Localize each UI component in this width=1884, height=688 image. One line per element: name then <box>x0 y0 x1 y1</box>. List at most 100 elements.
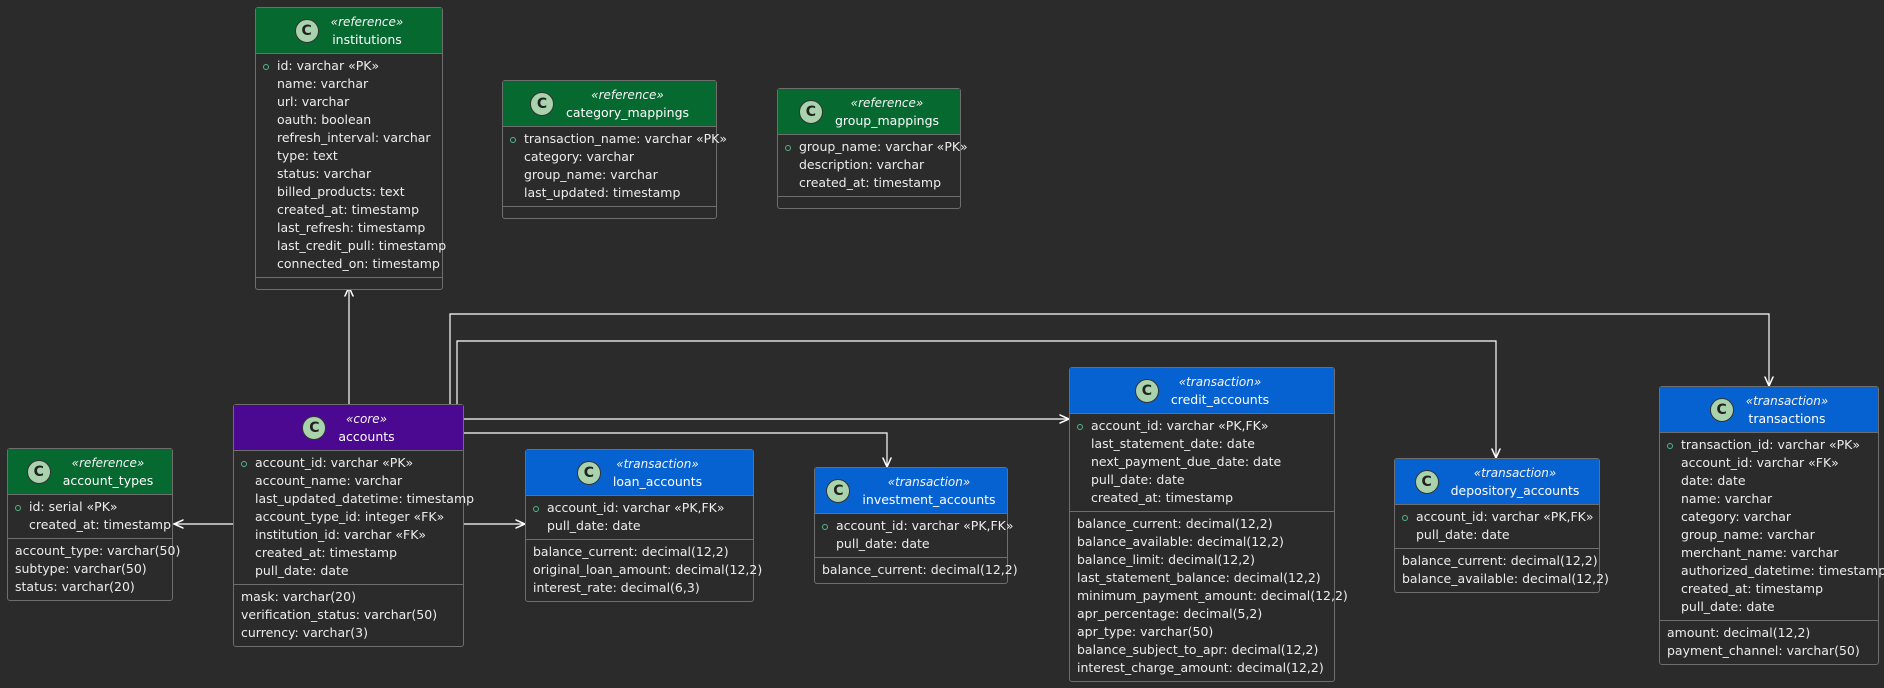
entity-accounts[interactable]: C «core»accounts account_id: varchar «PK… <box>233 404 475 647</box>
stereotype: «reference» <box>71 455 145 470</box>
field-row: last_statement_balance: decimal(12,2) <box>1077 570 1321 585</box>
entity-header: C «transaction»transactions <box>1660 387 1878 433</box>
field-row: url: varchar <box>277 94 350 109</box>
entity-header: C «transaction» investment_accounts <box>815 468 1007 514</box>
stereotype: «transaction» <box>887 474 971 489</box>
entity-header: C «reference»institutions <box>256 8 442 54</box>
field-row: minimum_payment_amount: decimal(12,2) <box>1077 588 1348 603</box>
key-icon <box>1402 515 1408 521</box>
class-icon: C <box>26 459 51 484</box>
key-icon <box>1077 424 1083 430</box>
field-row: account_name: varchar <box>255 473 403 488</box>
field-row: pull_date: date <box>1681 599 1775 614</box>
entity-transactions[interactable]: C «transaction»transactions transaction_… <box>1659 386 1884 665</box>
field-row: refresh_interval: varchar <box>277 130 431 145</box>
entity-header: C «transaction»loan_accounts <box>526 450 753 496</box>
field-row: account_id: varchar «PK,FK» <box>1395 508 1599 526</box>
stereotype: «reference» <box>591 87 664 102</box>
entity-depository-accounts[interactable]: C «transaction»depository_accounts accou… <box>1394 458 1609 593</box>
field-row: id: varchar «PK» <box>256 57 442 75</box>
class-icon: C <box>826 478 851 503</box>
entity-loan-accounts[interactable]: C «transaction»loan_accounts account_id:… <box>525 449 763 602</box>
field-row: institution_id: varchar «FK» <box>255 527 427 542</box>
field-row: last_credit_pull: timestamp <box>277 238 447 253</box>
entity-credit-accounts[interactable]: C «transaction»credit_accounts account_i… <box>1069 367 1348 682</box>
entity-institutions[interactable]: C «reference»institutions id: varchar «P… <box>255 7 447 290</box>
entity-name: investment_accounts <box>862 491 996 507</box>
field-row: last_statement_date: date <box>1091 436 1255 451</box>
field-row: pull_date: date <box>255 563 349 578</box>
field-row: oauth: boolean <box>277 112 372 127</box>
field-row: balance_current: decimal(12,2) <box>533 544 729 559</box>
field-row: pull_date: date <box>836 536 930 551</box>
class-icon: C <box>1134 378 1159 403</box>
entity-name: account_types <box>62 472 154 488</box>
field-row: group_name: varchar «PK» <box>778 138 968 156</box>
field-row: balance_limit: decimal(12,2) <box>1077 552 1256 567</box>
key-icon <box>241 461 247 467</box>
field-row: billed_products: text <box>277 184 405 199</box>
entity-header: C «transaction»credit_accounts <box>1070 368 1334 414</box>
entity-name: transactions <box>1748 410 1826 426</box>
field-row: account_id: varchar «FK» <box>1681 455 1839 470</box>
field-row: created_at: timestamp <box>1091 490 1234 505</box>
entity-name: category_mappings <box>565 104 690 120</box>
field-row: category: varchar <box>524 149 635 164</box>
field-row: name: varchar <box>1681 491 1773 506</box>
field-row: created_at: timestamp <box>29 517 172 532</box>
field-row: category: varchar <box>1681 509 1792 524</box>
key-icon <box>1667 443 1673 449</box>
field-row: pull_date: date <box>1416 527 1510 542</box>
class-icon: C <box>294 18 319 43</box>
field-row: name: varchar <box>277 76 369 91</box>
field-row: mask: varchar(20) <box>241 589 356 604</box>
field-row: group_name: varchar <box>1681 527 1815 542</box>
field-row: transaction_id: varchar «PK» <box>1660 436 1878 454</box>
stereotype: «transaction» <box>1178 374 1262 389</box>
entity-group-mappings[interactable]: C «reference»group_mappings group_name: … <box>777 88 968 209</box>
field-row: account_id: varchar «PK,FK» <box>815 517 1014 535</box>
stereotype: «reference» <box>330 14 404 29</box>
entity-name: accounts <box>338 428 395 444</box>
stereotype: «transaction» <box>1473 465 1557 480</box>
entity-category-mappings[interactable]: C «reference»category_mappings transacti… <box>502 80 727 219</box>
field-row: interest_rate: decimal(6,3) <box>533 580 700 595</box>
field-row: id: serial «PK» <box>8 498 172 516</box>
field-row: authorized_datetime: timestamp <box>1681 563 1884 578</box>
stereotype: «reference» <box>850 95 924 110</box>
field-row: transaction_name: varchar «PK» <box>503 130 727 148</box>
field-row: created_at: timestamp <box>799 175 942 190</box>
stereotype: «transaction» <box>1745 393 1829 408</box>
class-icon: C <box>576 460 601 485</box>
class-icon: C <box>798 99 823 124</box>
field-row: pull_date: date <box>1091 472 1185 487</box>
field-row: description: varchar <box>799 157 925 172</box>
field-row: apr_percentage: decimal(5,2) <box>1077 606 1263 621</box>
field-row: amount: decimal(12,2) <box>1667 625 1811 640</box>
field-row: account_type: varchar(50) <box>15 543 181 558</box>
edge-accounts-investment-accounts <box>464 432 887 467</box>
field-row: original_loan_amount: decimal(12,2) <box>533 562 763 577</box>
entity-name: depository_accounts <box>1450 482 1580 498</box>
field-row: last_updated_datetime: timestamp <box>255 491 475 506</box>
field-row: payment_channel: varchar(50) <box>1667 643 1860 658</box>
edge-accounts-depository-accounts <box>456 340 1496 458</box>
field-row: balance_current: decimal(12,2) <box>1077 516 1273 531</box>
field-row: status: varchar <box>277 166 372 181</box>
field-row: last_updated: timestamp <box>524 185 681 200</box>
field-row: balance_available: decimal(12,2) <box>1402 571 1609 586</box>
key-icon <box>15 505 21 511</box>
entity-header: C «reference» account_types <box>8 449 172 495</box>
entity-investment-accounts[interactable]: C «transaction» investment_accounts accou… <box>814 467 1018 584</box>
class-icon: C <box>302 415 327 440</box>
key-icon <box>510 137 516 143</box>
entity-header: C «reference»group_mappings <box>778 89 960 135</box>
entity-account-types[interactable]: C «reference» account_types id: serial «P… <box>7 448 181 601</box>
field-row: status: varchar(20) <box>15 579 135 594</box>
field-row: verification_status: varchar(50) <box>241 607 438 622</box>
field-row: balance_subject_to_apr: decimal(12,2) <box>1077 642 1319 657</box>
field-row: created_at: timestamp <box>277 202 420 217</box>
entity-name: loan_accounts <box>612 473 703 489</box>
entity-header: C «core»accounts <box>234 405 463 451</box>
